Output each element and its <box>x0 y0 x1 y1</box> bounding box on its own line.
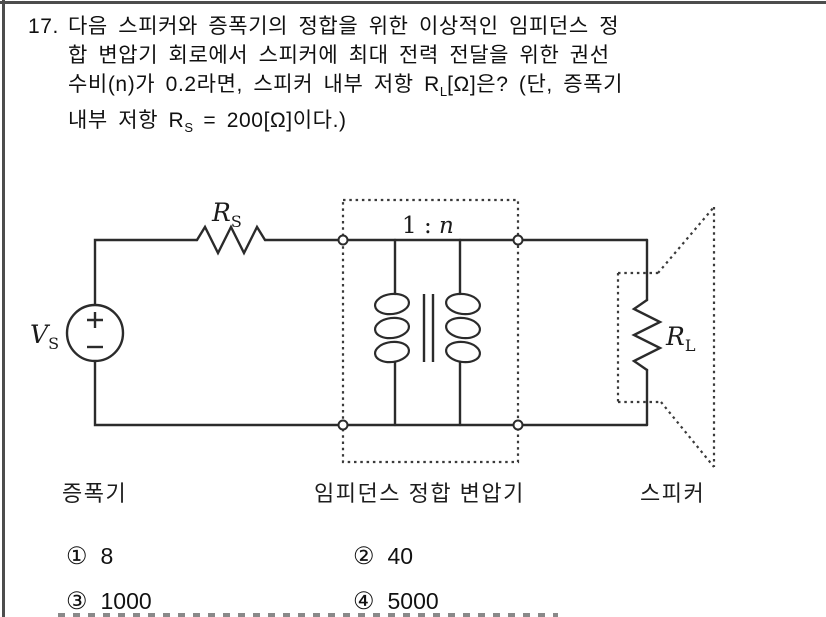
transformer-primary-coil <box>373 292 411 364</box>
choice-3: ③ 1000 <box>66 587 152 616</box>
question-line-1: 17.다음 스피커와 증폭기의 정합을 위한 이상적인 임피던스 정 <box>28 12 810 41</box>
question-number: 17. <box>28 15 59 38</box>
node-bottom-right <box>512 419 524 431</box>
scan-artifact <box>58 613 558 617</box>
speaker-cone-upper <box>657 206 715 274</box>
choice-2-value: 40 <box>387 543 414 569</box>
label-rl: RL <box>665 322 696 355</box>
choice-4-number: ④ <box>353 588 375 615</box>
label-rs: RS <box>211 198 242 231</box>
wire-bottom <box>93 359 649 427</box>
question-line-4: 내부 저항 RS = 200[Ω]이다.) <box>68 109 347 136</box>
question-block: 17.다음 스피커와 증폭기의 정합을 위한 이상적인 임피던스 정 합 변압기… <box>28 12 810 142</box>
choice-4-value: 5000 <box>387 588 439 614</box>
question-line-3: 수비(n)가 0.2라면, 스피커 내부 저항 RL[Ω]은? (단, 증폭기 <box>68 73 624 100</box>
plus-sign <box>87 312 103 328</box>
choice-2-number: ② <box>353 543 375 570</box>
choice-1-number: ① <box>66 543 88 570</box>
speaker-symbol <box>616 206 716 468</box>
connection-nodes <box>337 234 524 431</box>
node-top-left <box>337 234 349 246</box>
speaker-cone-lower <box>660 401 715 468</box>
label-vs: VS <box>30 320 59 353</box>
node-top-right <box>512 234 524 246</box>
transformer-secondary-coil <box>444 292 482 364</box>
label-ratio: 1 : n <box>402 213 454 239</box>
resistor-rs <box>195 224 267 256</box>
resistor-rl <box>631 298 663 372</box>
choice-3-value: 1000 <box>100 588 152 614</box>
voltage-source <box>65 303 125 363</box>
transformer-dotted-box <box>341 198 520 464</box>
choice-1-value: 8 <box>100 543 114 569</box>
node-bottom-left <box>337 419 349 431</box>
page-border-left <box>2 0 5 617</box>
choice-4: ④ 5000 <box>353 587 439 616</box>
label-speaker: 스피커 <box>640 481 706 506</box>
transformer-core <box>422 294 435 362</box>
wire-top-left <box>93 238 199 307</box>
circuit-wires <box>93 224 663 427</box>
question-line-2: 합 변압기 회로에서 스피커에 최대 전력 전달을 위한 권선 <box>68 44 610 67</box>
label-amplifier: 증폭기 <box>62 481 128 506</box>
choice-3-number: ③ <box>66 588 88 615</box>
label-transformer: 임피던스 정합 변압기 <box>314 481 525 506</box>
choice-2: ② 40 <box>353 542 413 571</box>
page-border-top <box>0 1 826 4</box>
